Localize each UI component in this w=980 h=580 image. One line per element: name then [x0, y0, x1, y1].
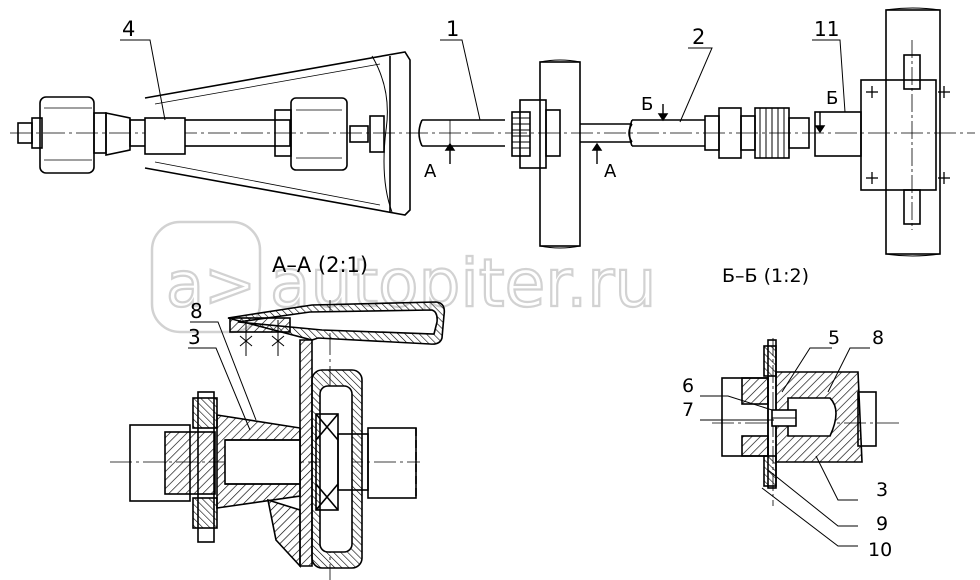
callout-2: 2 — [692, 25, 705, 49]
shaft-1 — [422, 119, 505, 147]
callout-4: 4 — [122, 17, 135, 41]
section-arrows — [444, 104, 826, 164]
section-b-b-title: Б–Б (1:2) — [722, 265, 809, 287]
conical-casing — [144, 51, 411, 216]
cut-mark-b-right: Б — [826, 88, 838, 109]
wall-plate — [539, 61, 581, 247]
cut-mark-a-right: А — [604, 161, 617, 182]
watermark-badge-text: a> — [166, 248, 256, 321]
callout-10: 10 — [868, 539, 892, 561]
labels: А–А (2:1) Б–Б (1:2) А А Б Б 1 2 4 11 8 3… — [122, 17, 892, 561]
section-a-a-view — [110, 300, 446, 580]
watermark-badge — [150, 220, 262, 334]
bearing-housing — [290, 97, 348, 171]
cut-mark-b-left: Б — [641, 94, 653, 115]
callout-3-section-b: 3 — [876, 479, 888, 501]
main-assembly-view — [10, 7, 975, 257]
section-b-b-view — [700, 338, 900, 547]
callout-8-section-a: 8 — [190, 299, 203, 323]
callout-1: 1 — [446, 17, 459, 41]
right-wall — [885, 9, 941, 255]
section-a-a-title: А–А (2:1) — [272, 253, 368, 277]
callout-5: 5 — [828, 327, 840, 349]
gearbox-flange — [860, 79, 937, 191]
callout-7: 7 — [682, 399, 694, 421]
callout-8-section-b: 8 — [872, 327, 884, 349]
callout-9: 9 — [876, 513, 888, 535]
shaft-4 — [129, 119, 291, 147]
unit-11 — [814, 111, 862, 157]
callout-3-section-a: 3 — [188, 325, 201, 349]
callout-11: 11 — [814, 17, 839, 41]
cut-mark-a-left: А — [424, 161, 437, 182]
callout-6: 6 — [682, 375, 694, 397]
shaft-2 — [632, 119, 705, 147]
sprocket — [511, 111, 531, 157]
leader-lines — [120, 39, 846, 123]
